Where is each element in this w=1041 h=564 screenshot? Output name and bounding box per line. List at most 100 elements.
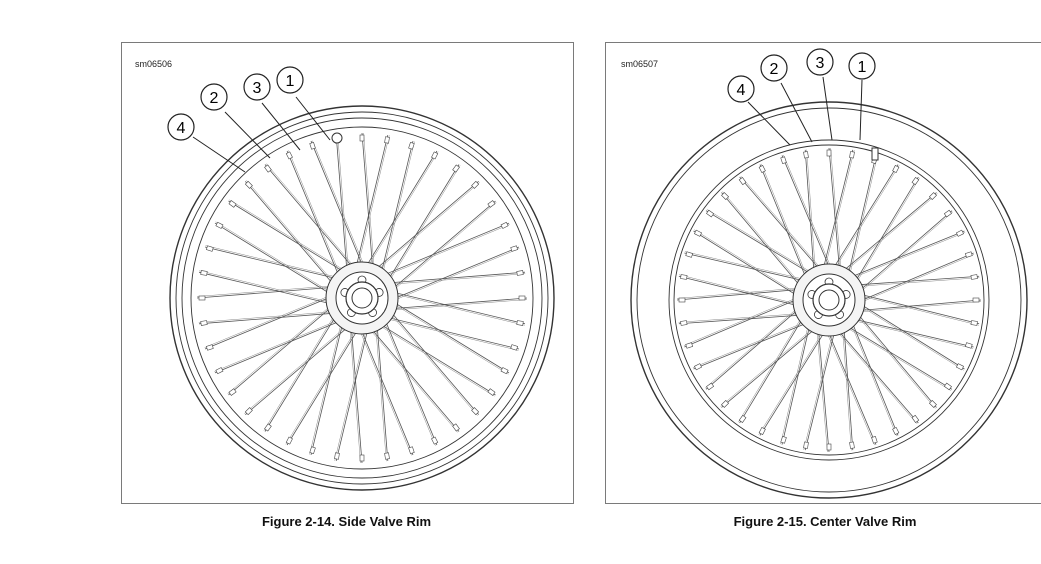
spoke-nipple <box>359 134 365 142</box>
spoke <box>721 321 825 408</box>
spoke <box>705 210 821 281</box>
svg-text:3: 3 <box>253 80 262 97</box>
spoke-nipple <box>431 436 439 445</box>
rim-ring <box>181 117 543 479</box>
spoke <box>335 318 371 462</box>
spoke <box>830 321 919 424</box>
spoke-edge <box>337 134 350 282</box>
spoke <box>196 286 344 299</box>
spoke <box>375 314 389 461</box>
figure-code: sm06507 <box>621 59 659 69</box>
callout-3: 3 <box>243 73 301 151</box>
spoke <box>848 176 919 292</box>
svg-text:2: 2 <box>770 61 779 78</box>
spoke-nipple <box>516 270 524 276</box>
callout-2: 2 <box>200 83 271 159</box>
spoke-nipple <box>738 414 747 423</box>
spoke-nipple <box>408 141 415 150</box>
spoke-nipple <box>826 149 832 157</box>
spoke-edge <box>851 211 954 300</box>
spoke-nipple <box>452 423 460 432</box>
spoke-nipple <box>721 192 730 201</box>
spoke-nipple <box>198 295 206 301</box>
spoke <box>378 271 525 285</box>
spoke <box>228 200 354 279</box>
spoke-nipple <box>228 200 237 208</box>
spoke-nipple <box>780 435 787 444</box>
rim-ring <box>169 105 555 491</box>
spoke-nipple <box>803 151 809 159</box>
spoke-edge <box>383 297 509 375</box>
spoke-nipple <box>205 245 214 252</box>
svg-text:2: 2 <box>210 90 219 107</box>
spoke <box>828 147 841 282</box>
spoke-nipple <box>758 165 766 174</box>
spoke-edge <box>722 191 809 294</box>
spoke-nipple <box>738 177 747 186</box>
axle-inner <box>351 287 373 309</box>
figure-code: sm06506 <box>135 59 173 69</box>
spoke-edge <box>849 306 936 409</box>
spoke <box>842 316 854 451</box>
spoke-nipple <box>849 151 855 159</box>
spoke <box>380 297 528 310</box>
spoke <box>366 181 479 277</box>
spoke-edge <box>846 312 897 437</box>
spoke <box>245 181 341 294</box>
spoke-edge <box>847 301 982 314</box>
spoke-edge <box>850 299 964 371</box>
axle-inner <box>818 289 840 311</box>
spoke-nipple <box>803 441 809 449</box>
spoke <box>840 230 965 282</box>
spoke <box>676 288 811 301</box>
spoke-nipple <box>758 426 766 435</box>
spoke-edge <box>815 318 828 453</box>
spoke-edge <box>694 229 808 301</box>
spoke-nipple <box>970 274 978 280</box>
spoke <box>837 319 953 390</box>
spoke <box>843 316 974 348</box>
spoke-edge <box>830 147 843 282</box>
spoke-nipple <box>943 382 952 391</box>
spoke-edge <box>836 321 952 391</box>
spoke <box>361 132 374 280</box>
spoke <box>381 164 460 290</box>
figure-caption: Figure 2-14. Side Valve Rim <box>261 514 432 529</box>
figure-caption: Figure 2-15. Center Valve Rim <box>733 514 917 529</box>
spoke-nipple <box>309 141 316 150</box>
spoke <box>335 135 349 282</box>
spoke <box>759 164 811 289</box>
spoke <box>383 302 479 415</box>
spoke <box>204 246 348 282</box>
spoke-nipple <box>721 399 730 408</box>
spoke-nipple <box>359 454 365 462</box>
rim-ring <box>190 126 534 470</box>
spoke-edge <box>368 182 480 278</box>
spoke <box>350 316 363 464</box>
spoke <box>823 321 877 445</box>
spoke-edge <box>214 315 350 372</box>
spoke <box>845 275 980 287</box>
rim-ring <box>630 101 1028 499</box>
spoke <box>850 252 974 306</box>
spoke-nipple <box>471 180 480 189</box>
spoke-nipple <box>205 344 214 351</box>
spoke-edge <box>706 209 822 279</box>
spoke <box>380 309 438 446</box>
spoke-nipple <box>680 274 688 280</box>
spoke <box>228 299 341 396</box>
spoke <box>363 319 460 432</box>
spoke-nipple <box>780 156 787 165</box>
spoke-edge <box>738 307 808 423</box>
svg-text:4: 4 <box>177 120 186 137</box>
spoke <box>373 222 510 280</box>
rim-ring <box>636 107 1022 493</box>
spoke-edge <box>704 300 807 389</box>
spoke-edge <box>841 316 852 451</box>
spoke <box>214 316 351 374</box>
spoke <box>359 150 438 277</box>
spoke-edge <box>822 321 875 446</box>
spoke-edge <box>354 135 390 278</box>
spoke-nipple <box>431 151 439 160</box>
callout-1: 1 <box>848 52 876 141</box>
